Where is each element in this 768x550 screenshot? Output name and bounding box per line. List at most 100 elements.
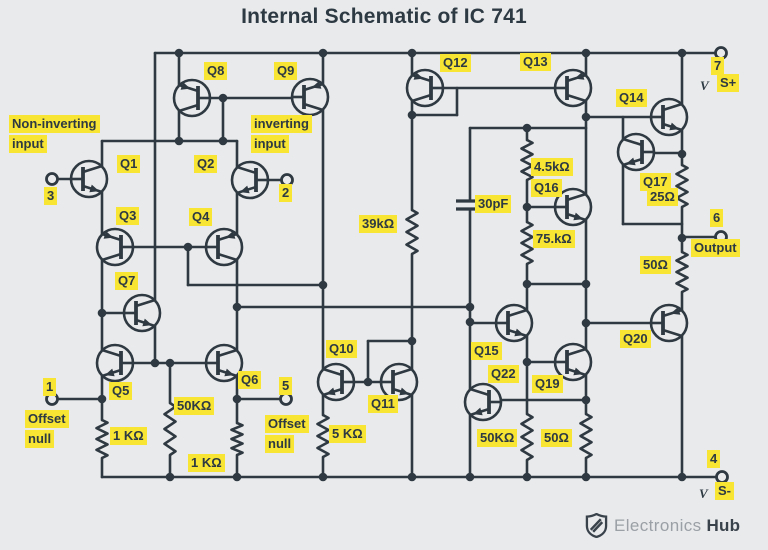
emitter-arrow [413, 72, 424, 80]
label-50-out: 50Ω [640, 256, 671, 276]
resistor-r-1k-mid [230, 421, 244, 457]
emitter-arrow [514, 328, 525, 337]
resistor-r-1k-left [95, 418, 109, 460]
label-q5: Q5 [109, 382, 133, 402]
junction-dot [465, 472, 475, 482]
label-q17: Q17 [640, 173, 671, 193]
emitter-arrow [103, 231, 114, 239]
resistor-r-5k [316, 413, 330, 459]
junction-dot [407, 472, 417, 482]
label-75k: 75.kΩ [533, 230, 575, 250]
junction-dot [522, 123, 532, 133]
junction-dot [581, 112, 591, 122]
terminal-pin-4 [715, 470, 729, 484]
junction-dot [232, 472, 242, 482]
junction-dot [407, 48, 417, 58]
label-s-plus: S+ [717, 74, 740, 94]
terminal-pin-3 [45, 172, 59, 186]
label-pin-7: 7 [711, 57, 725, 77]
transistor-q3 [95, 227, 135, 267]
label-q9: Q9 [274, 62, 298, 82]
brand-logo: Electronics Hub [585, 513, 740, 538]
emitter-arrow [670, 307, 681, 315]
label-q2: Q2 [194, 155, 218, 175]
transistor-q5 [95, 343, 135, 383]
transistor-q12 [405, 68, 445, 108]
junction-dot [97, 308, 107, 318]
label-pin-6: 6 [710, 209, 724, 229]
emitter-arrow [573, 212, 584, 221]
resistor-r-50-out [675, 250, 689, 294]
junction-dot [97, 394, 107, 404]
transistor-q22 [463, 382, 503, 422]
page-title: Internal Schematic of IC 741 [241, 5, 527, 28]
junction-dot [232, 302, 242, 312]
label-q8: Q8 [204, 62, 228, 82]
label-pin-5: 5 [279, 377, 293, 397]
label-q13: Q13 [520, 53, 551, 73]
emitter-arrow [669, 122, 680, 131]
emitter-arrow [325, 387, 336, 396]
label-q4: Q4 [189, 208, 213, 228]
resistor-r-25 [675, 163, 689, 209]
junction-dot [581, 48, 591, 58]
junction-dot [677, 48, 687, 58]
label-50-mid: 50Ω [541, 429, 572, 449]
emitter-arrow [104, 368, 115, 377]
resistor-r-4k5 [520, 138, 534, 182]
emitter-arrow [399, 387, 410, 396]
junction-dot [465, 317, 475, 327]
label-30pf: 30pF [475, 195, 512, 215]
transistor-q7 [122, 293, 162, 333]
junction-dot [183, 242, 193, 252]
label-q1: Q1 [117, 155, 141, 175]
junction-dot [407, 110, 417, 120]
junction-dot [581, 318, 591, 328]
label-q19: Q19 [532, 375, 563, 395]
label-q15: Q15 [471, 342, 502, 362]
label-pin-1: 1 [43, 378, 57, 398]
label-q3: Q3 [116, 207, 140, 227]
resistor-r-75k [520, 220, 534, 266]
logo-text-light: Electronics [614, 515, 702, 535]
junction-dot [465, 302, 475, 312]
emitter-arrow [574, 72, 585, 80]
junction-dot [165, 472, 175, 482]
label-q20: Q20 [620, 330, 651, 350]
junction-dot [363, 377, 373, 387]
junction-dot [318, 280, 328, 290]
label-50k-mid: 50KΩ [477, 429, 518, 449]
emitter-arrow [89, 184, 100, 193]
transistor-q20 [649, 303, 689, 343]
label-q7: Q7 [115, 272, 139, 292]
label-pin-4: 4 [707, 450, 721, 470]
label-5k: 5 KΩ [329, 425, 366, 445]
label-s-minus: S- [715, 482, 734, 502]
transistor-q19 [553, 342, 593, 382]
junction-dot [677, 233, 687, 243]
junction-dot [165, 358, 175, 368]
junction-dot [218, 136, 228, 146]
transistor-q17 [616, 132, 656, 172]
junction-dot [677, 149, 687, 159]
label-1k-mid: 1 KΩ [188, 454, 225, 474]
junction-dot [218, 93, 228, 103]
transistor-q16 [553, 187, 593, 227]
transistor-q15 [494, 303, 534, 343]
emitter-arrow [239, 185, 250, 194]
junction-dot [150, 358, 160, 368]
label-q14: Q14 [616, 89, 647, 109]
transistor-q8 [172, 78, 212, 118]
label-q11: Q11 [368, 395, 398, 415]
junction-dot [407, 336, 417, 346]
emitter-arrow [142, 318, 153, 327]
emitter-arrow [180, 82, 191, 90]
emitter-arrow [311, 81, 322, 89]
label-q16: Q16 [531, 179, 562, 199]
junction-dot [677, 472, 687, 482]
junction-dot [174, 48, 184, 58]
